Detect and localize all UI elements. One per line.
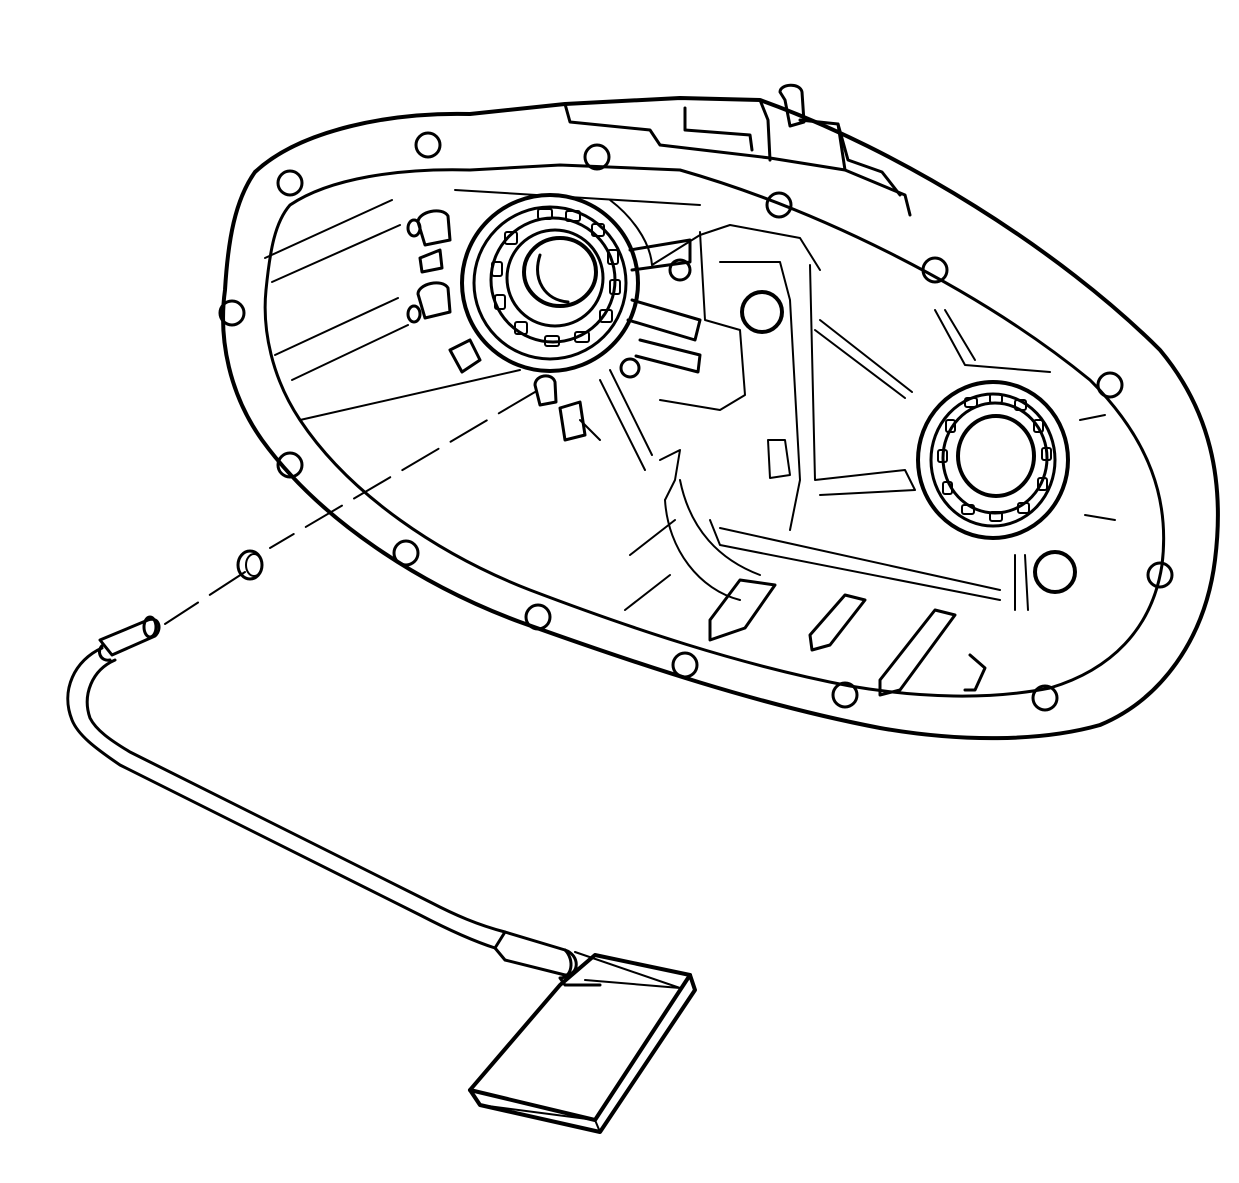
bolt-hole bbox=[1148, 563, 1172, 587]
bearing-outer-race bbox=[462, 195, 638, 371]
tube-body bbox=[68, 648, 495, 948]
bolt-holes bbox=[220, 133, 1172, 710]
bolt-hole bbox=[923, 258, 947, 282]
bearing bbox=[462, 195, 700, 377]
bolt-hole bbox=[833, 683, 857, 707]
bolt-hole bbox=[394, 541, 418, 565]
bolt-hole bbox=[1098, 373, 1122, 397]
bolt-hole bbox=[278, 453, 302, 477]
bolt-hole bbox=[767, 193, 791, 217]
dowel-pins bbox=[408, 211, 480, 372]
transfer-case-half bbox=[220, 85, 1218, 738]
oil-screen bbox=[470, 955, 695, 1132]
assembly-guide-line bbox=[165, 392, 535, 624]
bearing-rollers bbox=[492, 209, 620, 346]
bolt-hole bbox=[220, 301, 244, 325]
baffles bbox=[710, 580, 985, 695]
oil-pickup-tube bbox=[68, 617, 680, 988]
bolt-hole bbox=[526, 605, 550, 629]
pickup-port bbox=[535, 376, 556, 405]
bolt-hole bbox=[1033, 686, 1057, 710]
tube-end-fitting bbox=[100, 619, 159, 655]
bolt-hole bbox=[673, 653, 697, 677]
rear-bearing bbox=[918, 382, 1068, 538]
bolt-hole bbox=[416, 133, 440, 157]
case-flange-outer bbox=[223, 98, 1218, 738]
bolt-hole bbox=[278, 171, 302, 195]
vent-boss bbox=[565, 85, 910, 215]
plug-boss bbox=[742, 292, 782, 332]
bearing-bore bbox=[524, 238, 596, 306]
tube-collar bbox=[495, 932, 576, 975]
bolt-hole bbox=[585, 145, 609, 169]
cavity-walls bbox=[265, 190, 1115, 610]
screen-top bbox=[470, 955, 690, 1120]
o-ring bbox=[238, 551, 262, 579]
drain-boss bbox=[1035, 552, 1075, 592]
